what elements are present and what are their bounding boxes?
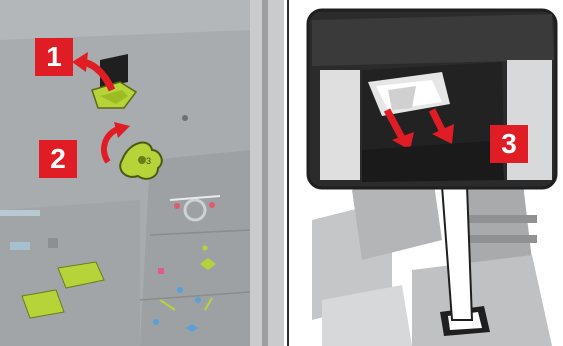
machine-overview (312, 170, 552, 346)
paper-removal-panel (292, 0, 563, 346)
svg-text:3: 3 (146, 156, 151, 166)
finisher-exterior-illustration (292, 0, 563, 346)
step-1-badge: 1 (35, 38, 73, 76)
step-3-badge: 3 (490, 125, 528, 163)
step-2-badge: 2 (39, 140, 77, 178)
screw (182, 115, 188, 121)
panel-divider (284, 0, 292, 346)
